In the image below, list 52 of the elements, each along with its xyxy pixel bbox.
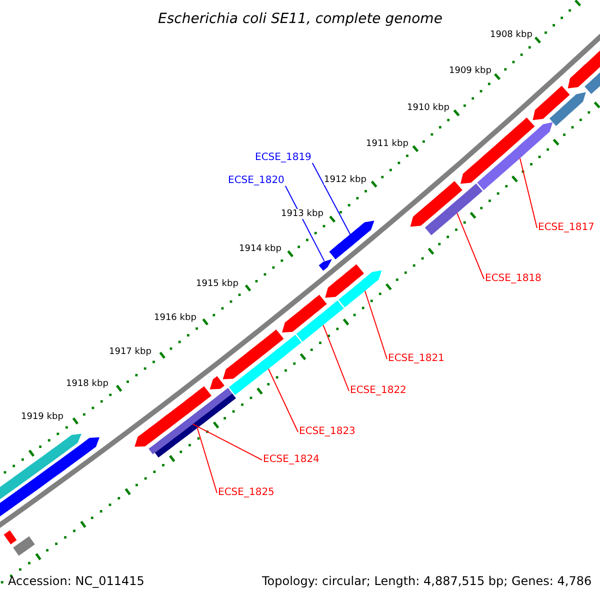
gene-label: ECSE_1825 — [218, 487, 274, 499]
leader-line — [192, 424, 262, 460]
leader-line — [520, 158, 538, 228]
gene-feature — [154, 394, 236, 458]
gene-feature — [460, 118, 535, 184]
gene-feature — [134, 386, 212, 447]
gene-feature — [410, 181, 462, 227]
gene-label: ECSE_1822 — [350, 385, 406, 397]
title: Escherichia coli SE11, complete genome — [158, 10, 442, 28]
gene-label: ECSE_1823 — [299, 426, 356, 438]
gene-feature — [424, 184, 483, 236]
gene-feature — [338, 270, 382, 308]
tick-label: 1913 kbp — [281, 208, 324, 220]
tick-label: 1909 kbp — [449, 66, 492, 76]
gene-label: ECSE_1824 — [263, 454, 320, 466]
gene-label: ECSE_1817 — [538, 222, 594, 234]
gene-feature — [222, 330, 284, 380]
gene-label: ECSE_1819 — [255, 152, 312, 164]
gene-feature — [210, 376, 224, 390]
tick-label: 1919 kbp — [21, 412, 64, 422]
gene-feature — [549, 92, 586, 126]
accession-text: Accession: NC_011415 — [8, 574, 144, 588]
tick-label: 1918 kbp — [66, 378, 108, 390]
tick-label: 1910 kbp — [407, 102, 450, 114]
tick-label: 1912 kbp — [324, 174, 366, 186]
gene-feature — [4, 530, 17, 544]
gene-feature — [532, 86, 570, 120]
tick-label: 1908 kbp — [490, 30, 532, 40]
gene-label: ECSE_1818 — [485, 273, 542, 285]
tick-label: 1917 kbp — [109, 346, 152, 358]
gene-feature — [148, 388, 232, 454]
gene-feature — [282, 294, 327, 332]
tick-label: 1915 kbp — [196, 278, 238, 290]
gene-feature — [229, 334, 302, 395]
tick-label: 1916 kbp — [154, 312, 196, 324]
gene-feature — [329, 220, 374, 260]
tick-label: 1914 kbp — [239, 244, 282, 254]
gene-feature — [477, 122, 553, 190]
leader-line — [268, 368, 298, 432]
leader-line — [456, 212, 484, 280]
genome-stats-text: Topology: circular; Length: 4,887,515 bp; Genes: 4,786 — [262, 574, 592, 588]
gene-label: ECSE_1820 — [228, 175, 284, 187]
gene-label: ECSE_1821 — [388, 353, 444, 365]
gene-feature — [296, 300, 344, 342]
leader-line — [312, 162, 351, 235]
leader-line — [196, 428, 218, 494]
gene-feature — [13, 536, 35, 556]
leader-line — [284, 186, 325, 262]
tick-label: 1911 kbp — [366, 138, 408, 150]
leader-line — [322, 324, 350, 392]
gene-feature — [318, 259, 332, 271]
gene-feature — [325, 264, 364, 298]
